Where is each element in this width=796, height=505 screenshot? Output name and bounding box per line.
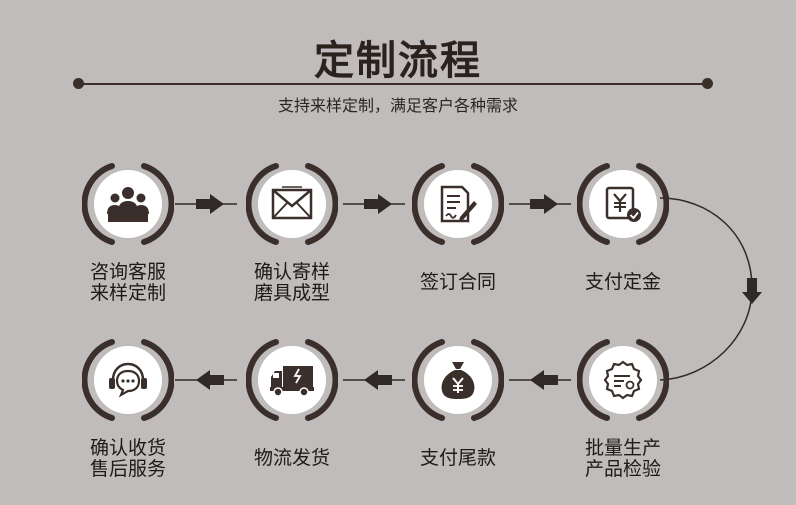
divider-left-dot — [73, 78, 84, 89]
divider-right-dot — [702, 78, 713, 89]
step-label: 批量生产 产品检验 — [584, 437, 661, 480]
arrow-connector-2-3 — [343, 194, 405, 214]
step-ring — [412, 339, 504, 421]
certificate-badge-icon — [589, 346, 657, 414]
arrow-connector-4-5-curve — [659, 197, 762, 381]
step-label: 支付尾款 — [419, 447, 496, 469]
money-bag-yen-icon — [424, 346, 492, 414]
page-title: 定制流程 — [314, 38, 482, 84]
step-label: 确认寄样 磨具成型 — [253, 261, 330, 304]
yen-deposit-icon — [589, 170, 657, 238]
step-ring — [577, 339, 669, 421]
step-ring — [246, 339, 338, 421]
arrow-connector-7-8 — [175, 370, 237, 390]
step-label: 支付定金 — [584, 271, 661, 293]
arrow-connector-5-6 — [509, 370, 571, 390]
envelope-icon — [258, 170, 326, 238]
step-ring — [82, 339, 174, 421]
step-label: 签订合同 — [419, 271, 496, 293]
headset-chat-icon — [94, 346, 162, 414]
step-ring — [82, 163, 174, 245]
delivery-truck-icon — [258, 346, 326, 414]
page-subtitle: 支持来样定制，满足客户各种需求 — [277, 96, 518, 115]
step-ring — [577, 163, 669, 245]
customer-service-group-icon — [94, 170, 162, 238]
step-ring — [246, 163, 338, 245]
step-label: 确认收货 售后服务 — [89, 437, 166, 480]
step-label: 咨询客服 来样定制 — [89, 261, 166, 304]
contract-sign-icon — [424, 170, 492, 238]
arrow-connector-3-4 — [509, 194, 571, 214]
title-divider — [78, 83, 708, 85]
arrow-connector-1-2 — [175, 194, 237, 214]
arrow-connector-6-7 — [343, 370, 405, 390]
step-ring — [412, 163, 504, 245]
step-label: 物流发货 — [253, 447, 330, 469]
